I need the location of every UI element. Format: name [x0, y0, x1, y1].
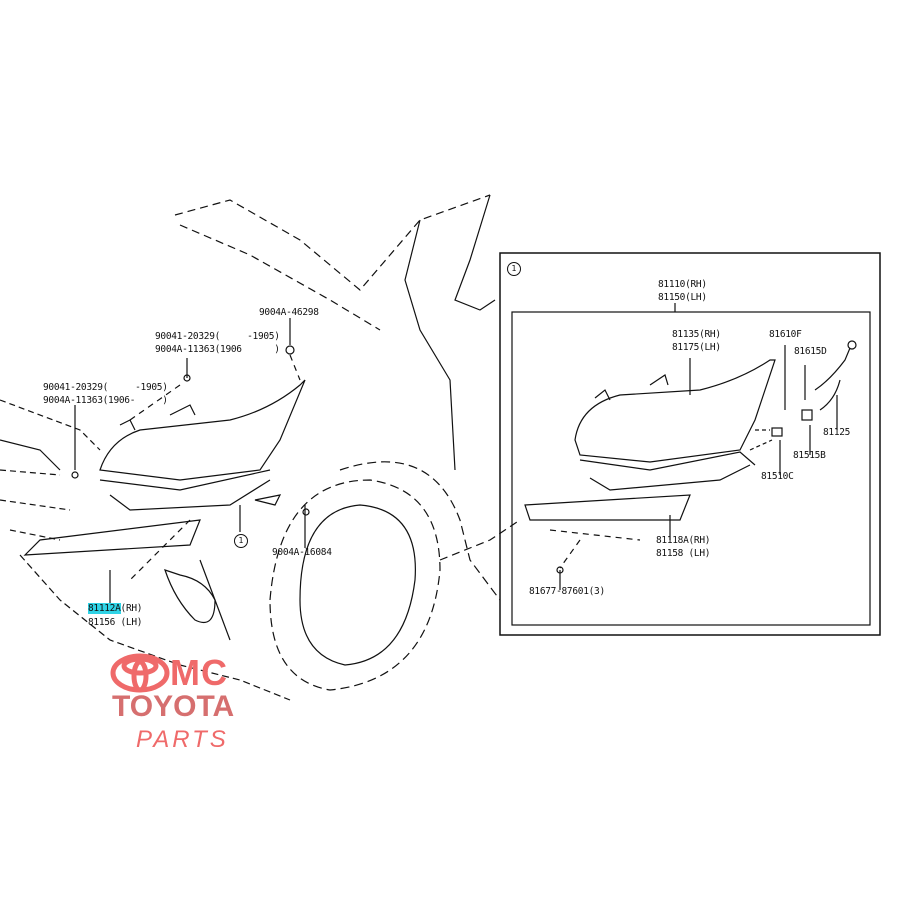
label-screw-a-2: 9004A-11363(1906 ) [155, 344, 280, 355]
watermark-toyota: TOYOTA [112, 690, 235, 723]
label-bulb-b: 81510C [761, 471, 794, 482]
watermark-parts: PARTS [136, 726, 229, 753]
label-screw-a-1: 90041-20329( -1905) [155, 331, 280, 342]
highlighted-part-number[interactable]: 81112A [88, 603, 121, 614]
label-screw-b-1: 90041-20329( -1905) [43, 382, 168, 393]
label-unit-rh: 81135(RH) [672, 329, 721, 340]
label-socket-b: 81515B [793, 450, 826, 461]
label-bracket-rh: 81118A(RH) [656, 535, 711, 546]
label-trim-rh: 81112A(RH) [88, 603, 143, 615]
label-assy-lh: 81150(LH) [658, 292, 707, 303]
label-socket-a: 81615D [794, 346, 827, 357]
side-rh: (RH) [120, 603, 143, 614]
label-screw-b-2: 9004A-11363(1906- ) [43, 395, 168, 406]
label-bulb-a: 81610F [769, 329, 802, 340]
watermark-mc: MC [170, 652, 228, 693]
inset-marker: 1 [507, 262, 521, 276]
callout-marker: 1 [234, 534, 248, 548]
label-wire: 81125 [823, 427, 851, 438]
label-assy-rh: 81110(RH) [658, 279, 707, 290]
label-clip-bottom: 9004A-16084 [272, 547, 332, 558]
label-unit-lh: 81175(LH) [672, 342, 721, 353]
toyota-emblem-icon [110, 653, 170, 693]
label-clip-top: 9004A-46298 [259, 307, 319, 318]
label-trim-lh: 81156 (LH) [88, 617, 143, 628]
label-nut: 81677-87601(3) [529, 586, 605, 597]
label-bracket-lh: 81158 (LH) [656, 548, 711, 559]
